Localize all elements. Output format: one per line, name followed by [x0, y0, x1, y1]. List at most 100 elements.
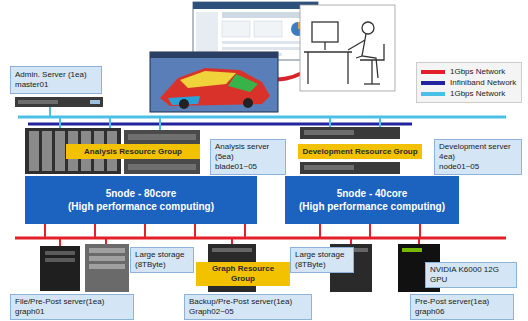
label-box: Backup/Pre-Post server(1ea)Graph02~05 — [184, 294, 312, 320]
legend-text: 1Gbps Network — [450, 89, 505, 98]
network-wires — [144, 224, 146, 238]
network-wires — [244, 224, 246, 238]
node-title: Analysis Resource Group — [70, 147, 196, 157]
group-tag: Development Resource Group — [298, 144, 422, 159]
network-wires — [231, 238, 233, 244]
dashboard-screenshot — [193, 2, 318, 60]
graph-servers — [212, 248, 252, 252]
engineer-drawing — [360, 44, 384, 60]
node-title: Development Resource Group — [302, 147, 418, 157]
network-wires — [319, 224, 321, 238]
engineer-drawing — [300, 5, 395, 91]
node-subtitle: graph01 — [15, 307, 129, 317]
admin-server — [15, 97, 103, 107]
node-subtitle: blade01~05 — [215, 162, 281, 172]
compute-band: 5node - 40core(High performance computin… — [285, 176, 459, 224]
network-wires — [94, 224, 96, 238]
graph-servers — [89, 248, 125, 253]
engineer-drawing — [300, 5, 395, 91]
network-wires — [194, 224, 196, 238]
label-box: Analysis server (5ea)blade01~05 — [210, 139, 286, 175]
engineer-drawing — [364, 83, 380, 84]
network-wires — [379, 117, 381, 127]
node-subtitle: master01 — [15, 80, 97, 90]
node-title: Admin. Server (1ea) — [15, 70, 97, 80]
engineer-drawing — [307, 52, 308, 84]
compute-band: 5node - 80core(High performance computin… — [25, 176, 257, 224]
rack-servers — [304, 165, 354, 170]
dashboard-screenshot — [193, 2, 318, 60]
network-wires — [418, 238, 420, 244]
node-subtitle: (High performance computing) — [31, 200, 251, 213]
blade-servers — [128, 134, 196, 140]
graph-servers — [85, 244, 129, 292]
dashboard-screenshot — [196, 12, 218, 56]
label-box: Large storage (8TByte) — [290, 247, 354, 273]
engineer-drawing — [312, 22, 338, 42]
node-title: Large storage (8TByte) — [135, 250, 189, 270]
admin-server — [18, 100, 58, 104]
network-wires — [159, 117, 161, 130]
dashboard-screenshot — [222, 21, 250, 37]
label-box: Large storage (8TByte) — [130, 247, 194, 273]
legend-swatch — [421, 81, 445, 85]
blade-servers — [55, 131, 65, 171]
group-tag: Graph Resource Group — [196, 262, 290, 286]
label-box: NVIDIA K6000 12G GPU — [425, 262, 517, 288]
blade-servers — [128, 164, 196, 170]
graph-servers — [402, 248, 422, 252]
graph-servers — [40, 244, 440, 292]
dashboard-screenshot — [193, 2, 318, 9]
network-wires — [419, 224, 421, 238]
node-subtitle: graph06 — [415, 307, 509, 317]
blade-servers — [25, 128, 200, 174]
legend-row: 1Gbps Network — [421, 88, 517, 99]
rack-servers — [300, 162, 400, 174]
cad-render — [150, 52, 278, 112]
network-wires — [105, 238, 107, 244]
network-wires — [329, 117, 331, 127]
label-box: Pre-Post server(1ea)graph06 — [410, 294, 514, 320]
engineer-drawing — [356, 56, 362, 58]
legend-row: 1Gbps Network — [421, 66, 517, 77]
cad-render — [179, 99, 189, 109]
node-title: 5node - 40core — [291, 187, 453, 200]
network-wires — [109, 117, 111, 128]
engineer-drawing — [304, 51, 352, 52]
node-subtitle: node01~05 — [439, 162, 517, 172]
engineer-drawing — [371, 60, 372, 84]
blade-servers — [42, 131, 52, 171]
network-wires — [44, 224, 46, 238]
network-wires — [15, 237, 506, 240]
node-title: Development server 4ea) — [439, 142, 517, 162]
group-tag: Analysis Resource Group — [66, 144, 200, 159]
network-wires — [350, 238, 352, 244]
node-title: Analysis server (5ea) — [215, 142, 281, 162]
graph-servers — [45, 258, 75, 262]
legend-box: 1Gbps NetworkInfiniband Network1Gbps Net… — [416, 62, 522, 103]
cad-render — [180, 71, 236, 88]
dashboard-screenshot — [254, 21, 282, 37]
legend-text: Infiniband Network — [450, 78, 516, 87]
legend-row: Infiniband Network — [421, 77, 517, 88]
node-title: 5node - 80core — [31, 187, 251, 200]
legend-swatch — [421, 92, 445, 96]
blade-servers — [29, 131, 39, 171]
cad-render — [160, 68, 270, 106]
node-title: NVIDIA K6000 12G GPU — [430, 265, 512, 285]
network-wires — [59, 238, 61, 246]
legend-swatch — [421, 70, 445, 74]
cad-render — [228, 74, 258, 92]
graph-servers — [45, 251, 75, 255]
label-box: File/Pre-Post server(1ea)graph01 — [10, 294, 134, 320]
network-wires — [15, 107, 506, 246]
node-title: Graph Resource Group — [200, 264, 286, 284]
admin-server — [90, 100, 100, 104]
cad-render — [150, 52, 278, 58]
engineer-drawing — [347, 52, 348, 84]
admin-server — [15, 97, 103, 107]
legend-text: 1Gbps Network — [450, 67, 505, 76]
node-title: Backup/Pre-Post server(1ea) — [189, 297, 307, 307]
node-subtitle: (High performance computing) — [291, 200, 453, 213]
engineer-drawing — [362, 22, 374, 34]
